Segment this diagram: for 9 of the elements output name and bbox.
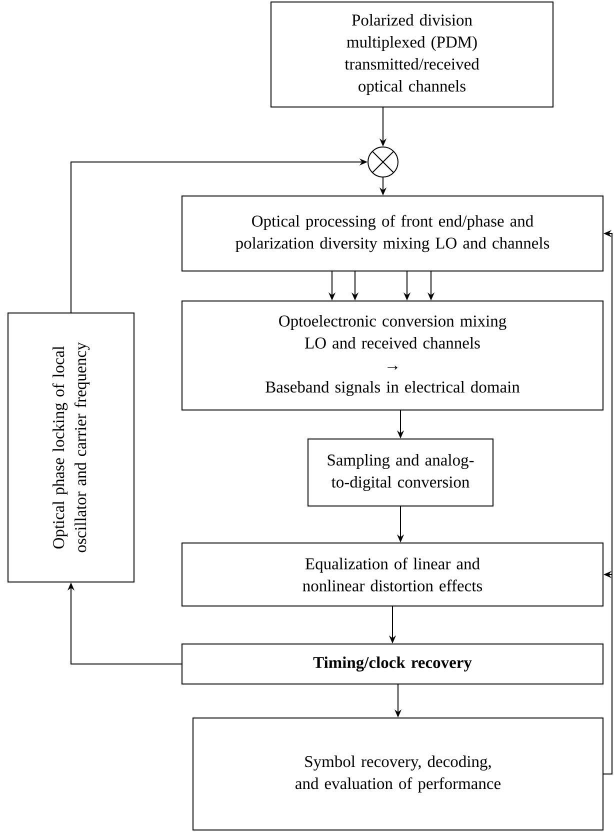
process-box: Sampling and analog-to-digital conversion [308,438,494,506]
multiplier-circle [368,146,398,178]
process-box: Optical processing of front end/phase and polarization diversity mixing LO and channels [182,196,604,272]
process-box: Equalization of linear and nonlinear distortion effects [182,542,604,606]
process-box: Timing/clock recovery [182,644,604,684]
process-box: Optoelectronic conversion mixing LO and received channels → Baseband signals in electrical domain [182,300,604,410]
process-box: Symbol recovery, decoding, and evaluation of performance [192,718,604,830]
process-box: Polarized division multiplexed (PDM) transmitted/received optical channels [270,2,554,108]
process-box: Optical phase locking of local oscillator and carrier frequency [8,312,134,582]
